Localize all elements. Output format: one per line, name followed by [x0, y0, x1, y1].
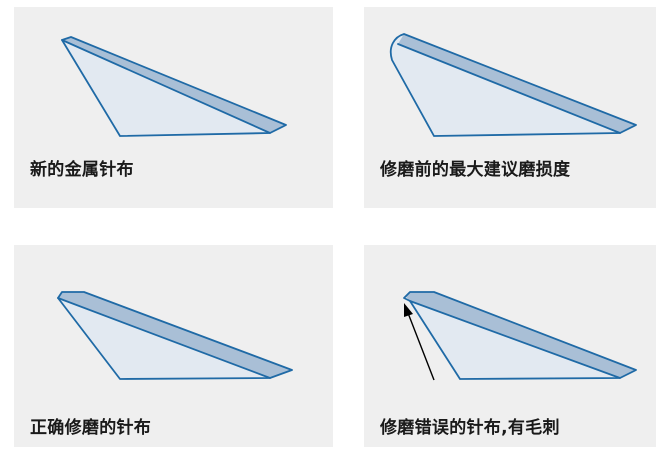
panel-correctly-ground: 正确修磨的针布 [14, 245, 333, 447]
tooth-diagram-burr [403, 291, 637, 381]
tooth-outline [403, 291, 637, 380]
tooth-outline [61, 36, 287, 137]
tooth-edge-line [397, 43, 621, 134]
tooth-bevel [398, 34, 636, 133]
panel-max-wear: 修磨前的最大建议磨损度 [364, 7, 656, 208]
tooth-bevel [62, 37, 286, 133]
tooth-outline [389, 33, 637, 137]
tooth-bevel [58, 292, 292, 378]
tooth-edge-line [409, 300, 621, 379]
caption-max-wear: 修磨前的最大建议磨损度 [380, 160, 571, 180]
panel-incorrect-with-burr: 修磨错误的针布,有毛刺 [364, 245, 656, 447]
tooth-diagram-correct [57, 291, 293, 380]
tooth-edge-line [61, 39, 271, 134]
caption-correctly-ground: 正确修磨的针布 [30, 418, 152, 438]
tooth-diagram-new [61, 36, 287, 137]
tooth-edge-line [57, 297, 271, 379]
caption-incorrect-with-burr: 修磨错误的针布,有毛刺 [380, 418, 560, 438]
panel-new-card-clothing: 新的金属针布 [14, 7, 333, 208]
caption-new-card-clothing: 新的金属针布 [30, 160, 134, 180]
tooth-bevel [406, 292, 636, 378]
tooth-diagram-max-wear [389, 33, 637, 137]
tooth-outline [57, 291, 293, 380]
burr-pointer-arrow [404, 303, 435, 381]
